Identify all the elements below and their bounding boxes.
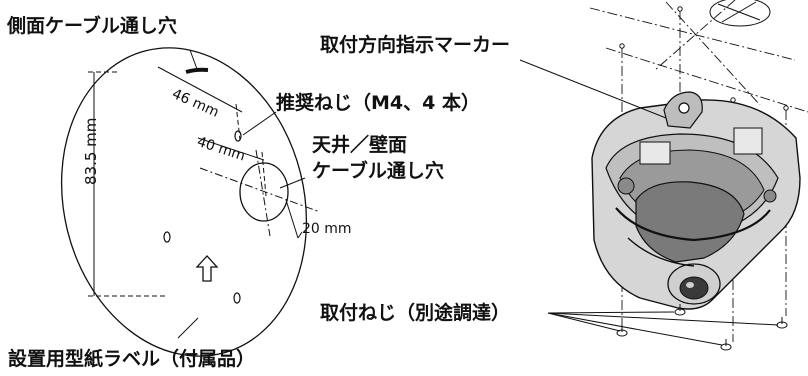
side-cable-hole-label: 側面ケーブル通し穴 [7, 15, 177, 37]
lens-glass [679, 276, 709, 300]
dimension-83-5mm: 83.5 mm [82, 117, 100, 185]
ceiling-cable-hole [239, 162, 289, 222]
screw-hole-bottom [233, 292, 241, 304]
screw-icon-4 [776, 317, 788, 329]
ceiling-hole-circle [709, 0, 771, 27]
mounting-template [60, 47, 308, 357]
dimension-20mm: 20 mm [302, 221, 352, 237]
right-leaders [519, 59, 779, 346]
dimension-lines [88, 49, 321, 339]
screw-icon-2 [616, 325, 628, 337]
recommended-screws-label: 推奨ねじ（M4、4 本） [276, 92, 480, 114]
direction-marker-label: 取付方向指示マーカー [320, 34, 511, 56]
camera-assembly [589, 0, 808, 342]
ceiling-wall-label-line1: 天井／壁面 [312, 134, 408, 156]
screw-hole-top [234, 130, 242, 142]
screw-hole-left [163, 231, 171, 243]
lens-housing [635, 181, 745, 263]
arrow-icon [195, 255, 219, 282]
screw-icon-1 [674, 304, 686, 316]
ceiling-wall-label-line2: ケーブル通し穴 [312, 160, 444, 182]
screw-icon-3 [720, 339, 732, 351]
template-label: 設置用型紙ラベル（付属品） [8, 348, 256, 370]
template-outline [60, 47, 308, 357]
mount-screws-label: 取付ねじ（別途調達） [320, 302, 511, 324]
screw-tips [619, 6, 789, 111]
loose-screws [616, 304, 788, 351]
side-cable-slot [185, 67, 209, 74]
